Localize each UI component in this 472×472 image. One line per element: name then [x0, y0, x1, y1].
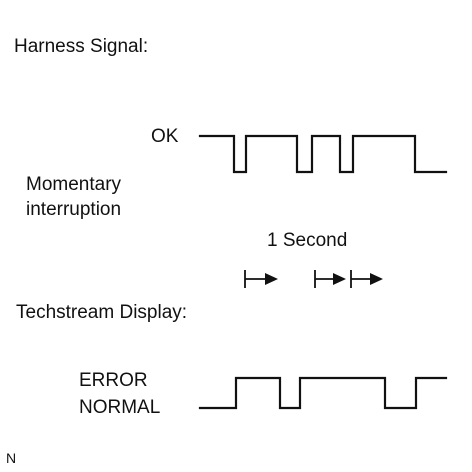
error-level-label: ERROR — [79, 370, 148, 391]
ok-level-label: OK — [151, 126, 179, 147]
interruption-label-line1: Momentary — [26, 174, 122, 195]
one-second-label: 1 Second — [267, 230, 347, 251]
normal-level-label: NORMAL — [79, 397, 160, 418]
timing-arrow-3 — [350, 270, 383, 288]
techstream-display-waveform — [198, 376, 448, 410]
harness-signal-title: Harness Signal: — [14, 36, 148, 57]
footer-marker: N — [6, 450, 16, 466]
timing-arrow-2 — [314, 270, 346, 288]
techstream-display-title: Techstream Display: — [16, 302, 187, 323]
timing-arrow-1 — [244, 270, 278, 288]
harness-signal-waveform — [198, 134, 448, 174]
interruption-label-line2: interruption — [26, 199, 121, 220]
